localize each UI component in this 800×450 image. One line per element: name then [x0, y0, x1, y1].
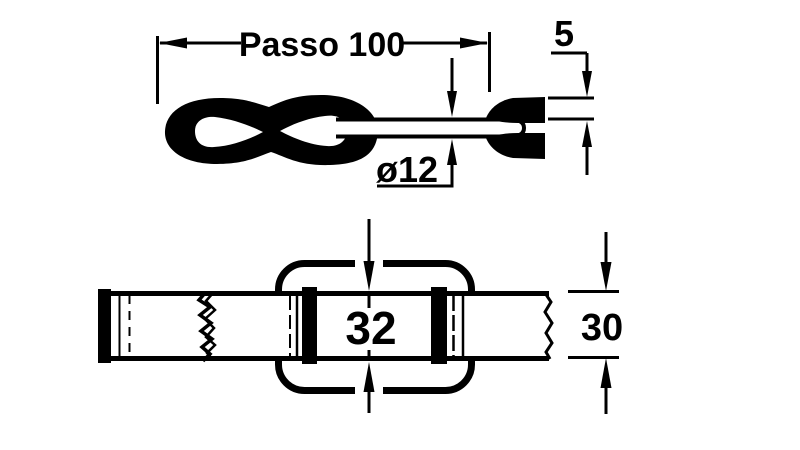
strip-break-line — [543, 292, 554, 360]
dimension-arrow — [363, 362, 375, 392]
dimension-arrow — [447, 139, 457, 165]
inner-width-label: 32 — [345, 302, 396, 354]
fork-lower-prong — [486, 133, 545, 159]
dimension-arrow — [460, 37, 488, 49]
strip-fill — [98, 296, 549, 356]
thickness-dimension-label: 5 — [554, 13, 574, 54]
thickness-dimension: 5 — [548, 13, 594, 175]
bottom-view: 32 30 — [98, 219, 623, 414]
twisted-link-silhouette — [164, 95, 378, 166]
strip-left-cap — [98, 289, 111, 363]
diameter-dimension: ø12 — [376, 58, 457, 190]
dimension-arrow — [582, 71, 592, 97]
flat-strip — [98, 289, 554, 363]
dimension-arrow — [582, 121, 592, 147]
dimension-arrow — [159, 37, 187, 49]
dimension-arrow — [363, 261, 375, 291]
fork-upper-prong — [486, 97, 545, 123]
pitch-dimension-label: Passo 100 — [239, 26, 405, 64]
top-view: Passo 100 ø12 5 — [156, 13, 594, 190]
link-side-bar — [431, 287, 447, 364]
twist-band — [196, 290, 215, 363]
twist-band — [203, 292, 217, 361]
dimension-arrow — [600, 358, 612, 388]
dimension-arrow — [600, 262, 612, 291]
fork-link-end — [486, 97, 545, 159]
diameter-dimension-label: ø12 — [376, 149, 438, 190]
dimension-arrow — [447, 91, 457, 117]
inner-width-dimension: 32 — [345, 219, 397, 413]
strip-width-label: 30 — [581, 307, 623, 349]
rod-bar-fill — [338, 118, 526, 138]
strip-width-dimension: 30 — [568, 232, 623, 414]
link-side-bar — [302, 287, 317, 364]
pitch-dimension: Passo 100 — [156, 26, 491, 104]
